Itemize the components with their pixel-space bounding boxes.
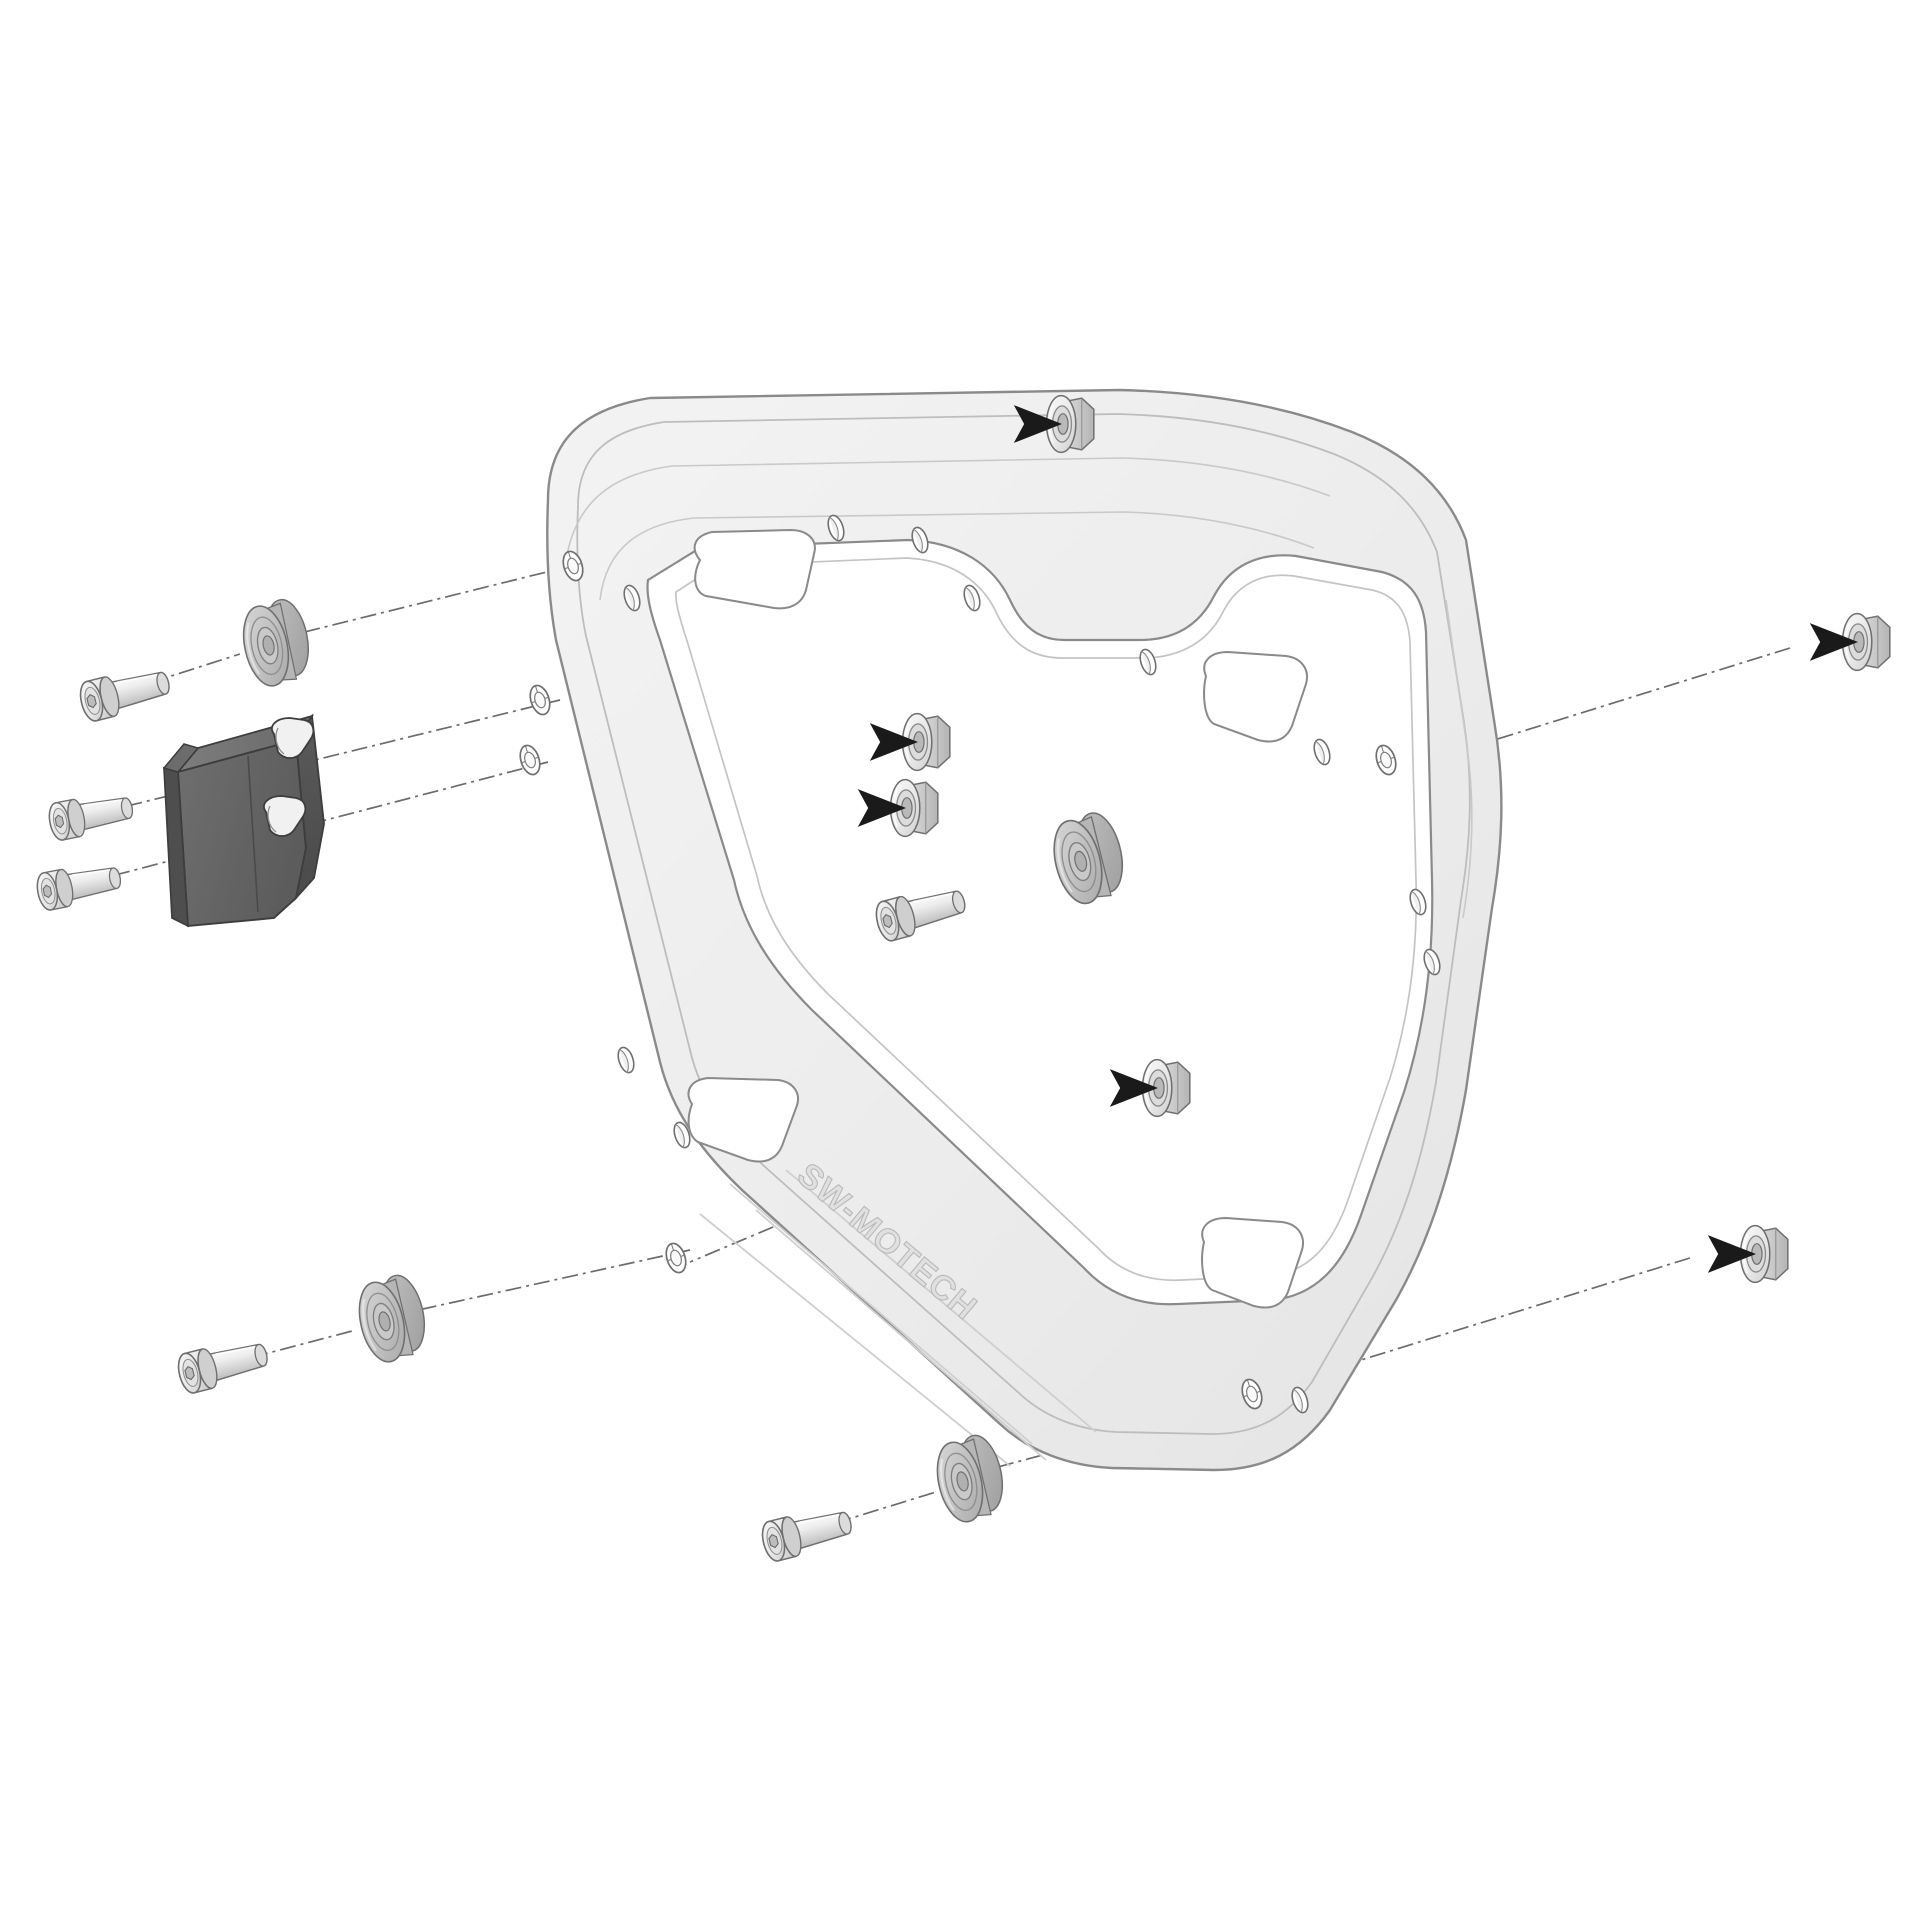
plate-contour-bands xyxy=(565,457,1473,919)
slot-right xyxy=(1203,650,1308,743)
centerline-mid-left-a xyxy=(69,699,561,821)
slot-bottom-left xyxy=(687,1076,799,1163)
bracket-top-tab xyxy=(162,743,200,773)
centerline-lower-left xyxy=(363,1249,691,1323)
slot-bottom-right xyxy=(1201,1216,1304,1309)
slot-top-left xyxy=(693,528,816,610)
bracket-fold-crease xyxy=(247,755,259,913)
plate-logo-bands xyxy=(699,1169,1097,1467)
leader-nut-right-lower xyxy=(1257,1257,1691,1393)
centerline-bolt-upper-left xyxy=(95,653,241,701)
plate-slots xyxy=(687,528,1308,1309)
adapter-bracket[interactable] xyxy=(162,713,325,928)
bracket-slot-lower xyxy=(263,795,307,837)
bracket-slot-upper xyxy=(271,717,315,759)
carrier-plate[interactable]: SW-MOTECH xyxy=(515,388,1503,1472)
bracket-slot-upper-shade xyxy=(275,727,285,755)
bracket-slot-lower-shade xyxy=(267,805,277,833)
centerline-bolt-bottom-mid xyxy=(779,1491,937,1541)
centerline-bolt-lower-left xyxy=(195,1329,357,1373)
leader-nut-right-upper xyxy=(1429,647,1791,761)
bracket-right-wing xyxy=(294,713,325,902)
